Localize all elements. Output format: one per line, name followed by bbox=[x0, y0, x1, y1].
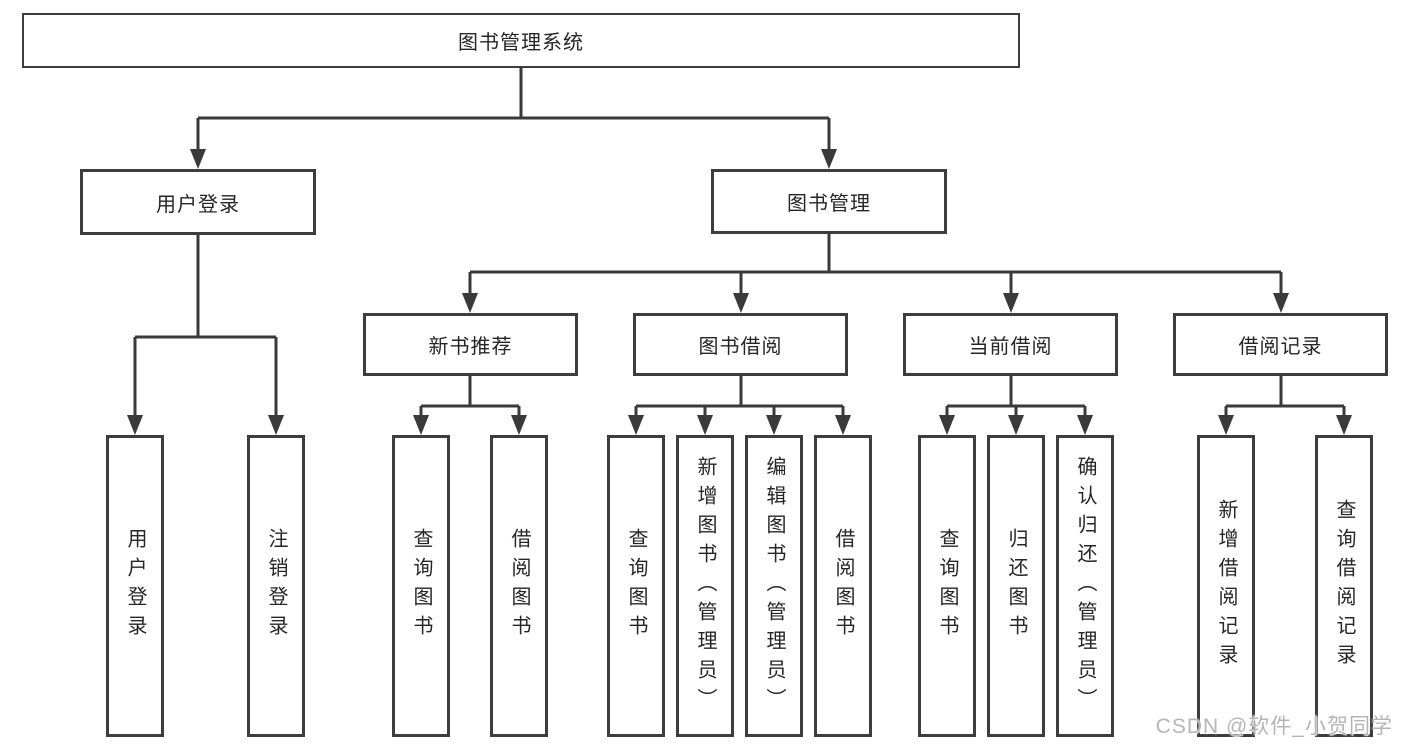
node-current-borrowing: 当前借阅 bbox=[903, 313, 1118, 376]
node-borrow-records: 借阅记录 bbox=[1173, 313, 1388, 376]
leaf-query-book-2: 查询图书 bbox=[607, 435, 665, 737]
leaf-borrow-book-2: 借阅图书 bbox=[814, 435, 872, 737]
arrowhead-icon bbox=[1273, 293, 1289, 313]
leaf-add-book-admin: 新增图书（管理员） bbox=[676, 435, 734, 737]
arrowhead-icon bbox=[821, 149, 837, 169]
arrowhead-icon bbox=[1218, 415, 1234, 435]
leaf-label: 借阅图书 bbox=[508, 528, 530, 644]
leaf-confirm-return-admin: 确认归还（管理员） bbox=[1056, 435, 1114, 737]
connector-currentborrow-to-leaves bbox=[945, 376, 1087, 416]
leaf-logout-login: 注销登录 bbox=[247, 435, 305, 737]
arrowhead-icon bbox=[1008, 415, 1024, 435]
arrowhead-icon bbox=[939, 415, 955, 435]
arrowhead-icon bbox=[766, 415, 782, 435]
node-book-borrowing: 图书借阅 bbox=[633, 313, 848, 376]
arrowhead-icon bbox=[413, 415, 429, 435]
leaf-return-book: 归还图书 bbox=[987, 435, 1045, 737]
leaf-query-book-1: 查询图书 bbox=[392, 435, 450, 737]
leaf-query-book-3: 查询图书 bbox=[918, 435, 976, 737]
leaf-label: 编辑图书（管理员） bbox=[763, 455, 785, 717]
arrowhead-icon bbox=[1003, 293, 1019, 313]
arrowhead-icon bbox=[628, 415, 644, 435]
arrowhead-icon bbox=[697, 415, 713, 435]
arrowhead-icon bbox=[835, 415, 851, 435]
leaf-query-borrow-record: 查询借阅记录 bbox=[1315, 435, 1373, 737]
arrowhead-icon bbox=[1077, 415, 1093, 435]
leaf-label: 确认归还（管理员） bbox=[1074, 455, 1096, 717]
leaf-label: 查询借阅记录 bbox=[1333, 499, 1355, 673]
arrowhead-icon bbox=[1336, 415, 1352, 435]
leaf-label: 查询图书 bbox=[410, 528, 432, 644]
connector-userlogin-to-leaves bbox=[133, 235, 278, 416]
arrowhead-icon bbox=[190, 149, 206, 169]
leaf-label: 新增借阅记录 bbox=[1215, 499, 1237, 673]
leaf-label: 注销登录 bbox=[265, 528, 287, 644]
arrowhead-icon bbox=[511, 415, 527, 435]
connector-newbook-to-leaves bbox=[419, 376, 521, 416]
node-root: 图书管理系统 bbox=[22, 13, 1020, 68]
arrowhead-icon bbox=[733, 293, 749, 313]
arrowhead-icon bbox=[127, 415, 143, 435]
arrowhead-icon bbox=[268, 415, 284, 435]
leaf-label: 借阅图书 bbox=[832, 528, 854, 644]
node-book-mgmt: 图书管理 bbox=[711, 169, 947, 234]
leaf-label: 查询图书 bbox=[625, 528, 647, 644]
connector-root-to-level2 bbox=[196, 68, 831, 150]
connector-bookmgmt-to-sections bbox=[468, 234, 1283, 294]
node-new-book-recommend: 新书推荐 bbox=[363, 313, 578, 376]
leaf-add-borrow-record: 新增借阅记录 bbox=[1197, 435, 1255, 737]
connector-borrowrecords-to-leaves bbox=[1224, 376, 1346, 416]
connector-bookborrow-to-leaves bbox=[634, 376, 845, 416]
node-user-login: 用户登录 bbox=[80, 169, 316, 235]
arrowhead-icon bbox=[462, 293, 478, 313]
leaf-user-login: 用户登录 bbox=[106, 435, 164, 737]
leaf-label: 新增图书（管理员） bbox=[694, 455, 716, 717]
leaf-label: 归还图书 bbox=[1005, 528, 1027, 644]
leaf-label: 用户登录 bbox=[124, 528, 146, 644]
leaf-label: 查询图书 bbox=[936, 528, 958, 644]
leaf-borrow-book-1: 借阅图书 bbox=[490, 435, 548, 737]
arrowheads bbox=[127, 149, 1352, 435]
leaf-edit-book-admin: 编辑图书（管理员） bbox=[745, 435, 803, 737]
